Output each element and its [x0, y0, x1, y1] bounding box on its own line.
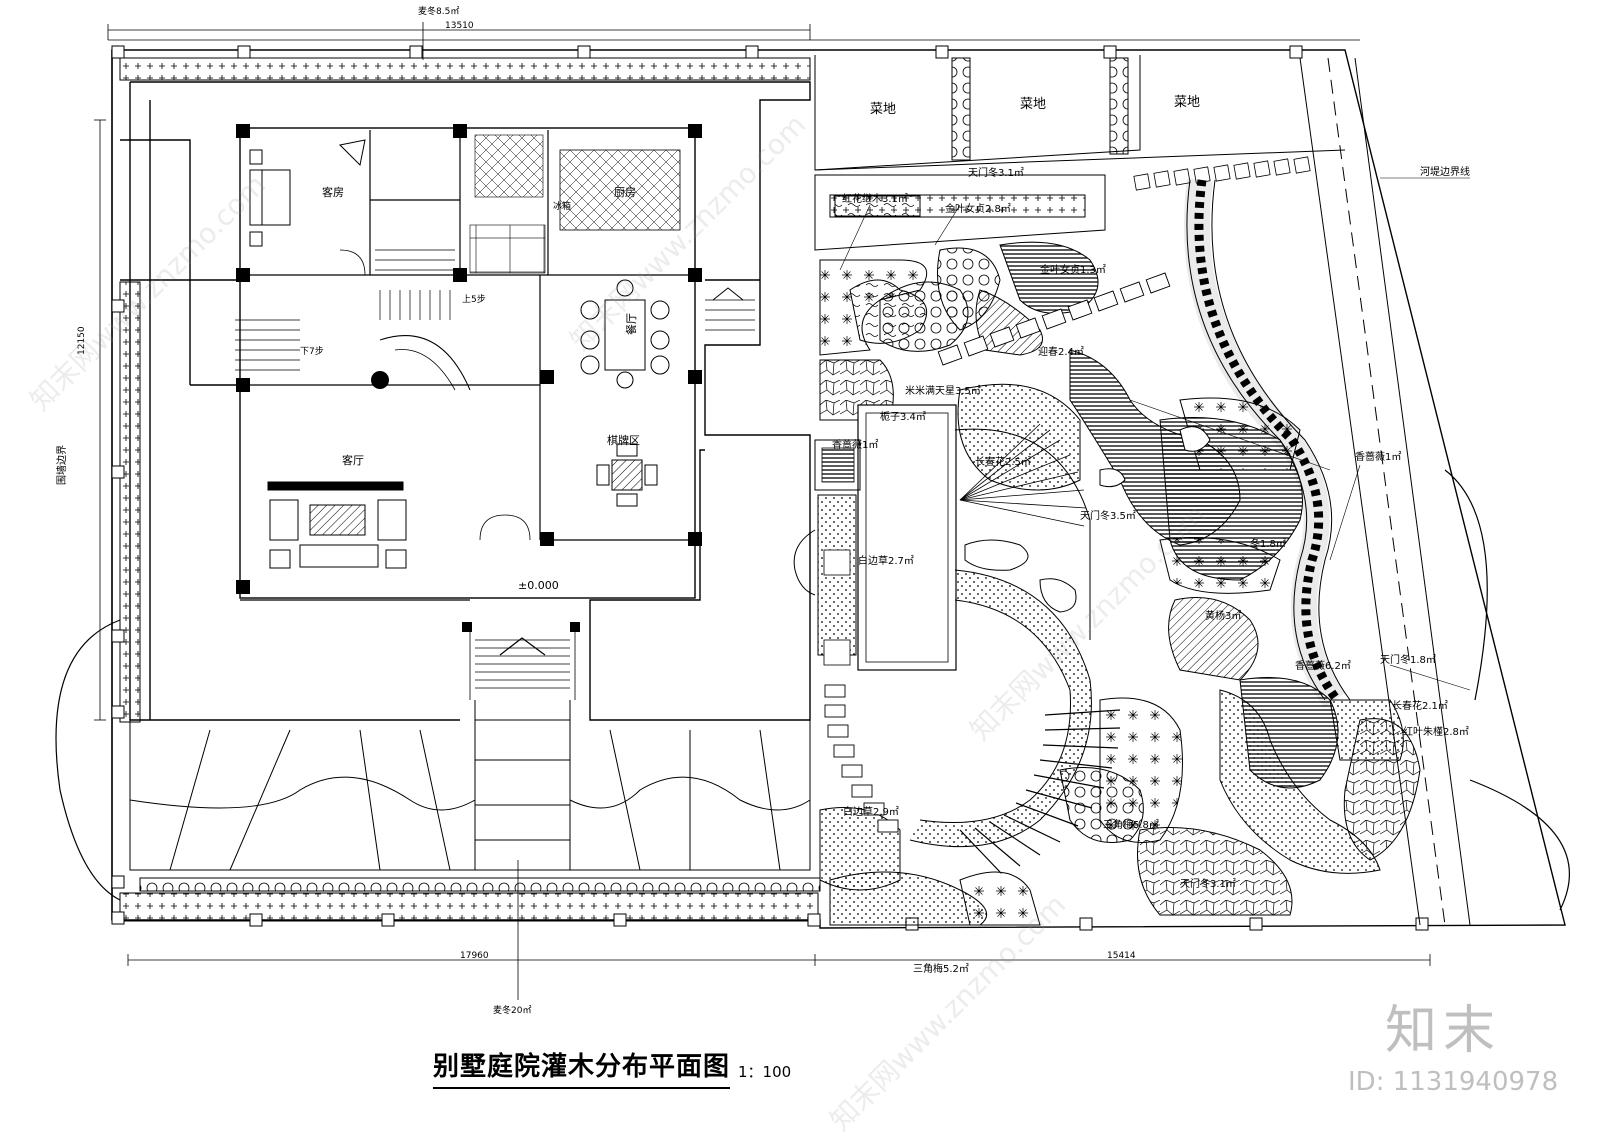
label-tianmendong-3: 天门冬1.8㎡	[1380, 655, 1436, 666]
label-xiangqiangwei-1: 香蔷薇1㎡	[832, 440, 879, 451]
river-bank-label: 河堤边界线	[1420, 167, 1470, 178]
brand-logo: 知末	[1385, 1001, 1502, 1061]
label-changchunhua-2: 长春花2.1㎡	[1392, 701, 1448, 712]
label-sanjiaomei-2: 三角梅5.2㎡	[913, 964, 969, 975]
label-dong-1: 冬1.8㎡	[1250, 539, 1286, 550]
drawing-scale: 1：100	[738, 1063, 792, 1081]
stairs-up-label: 上5步	[462, 295, 486, 305]
label-huangyang: 黄杨3㎡	[1205, 611, 1242, 622]
fridge-label: 冰箱	[553, 202, 572, 212]
maidong-top-label: 麦冬8.5㎡	[418, 7, 460, 17]
label-xiangqiangwei-3: 香蔷薇6.2㎡	[1295, 661, 1351, 672]
label-tianmendong-2: 天门冬3.5㎡	[1080, 511, 1136, 522]
label-tianmendong-1: 天门冬3.1㎡	[968, 168, 1024, 179]
label-miemei: 米米满天星3.5㎡	[905, 386, 981, 397]
label-sanjiaomei: 三角梅5.8㎡	[1103, 820, 1159, 831]
vegetable-plot-3: 菜地	[1174, 95, 1201, 110]
label-jinye-2: 金叶女贞1.3㎡	[1040, 265, 1106, 276]
label-baibianyu-2: 白边草2.9㎡	[843, 807, 899, 818]
fence-boundary-label: 围墙边界	[57, 445, 68, 485]
room-kitchen: 厨房	[614, 186, 636, 199]
vegetable-plot-1: 菜地	[870, 102, 897, 117]
elevation-mark: ±0.000	[518, 579, 559, 592]
room-living: 客厅	[342, 454, 364, 467]
maidong-strip-bottom	[119, 892, 819, 922]
maidong-bottom-label: 麦冬20㎡	[493, 1006, 532, 1016]
label-baibianyu-1: 白边草2.7㎡	[858, 556, 914, 567]
bottom-left-dimension: 17960	[460, 951, 489, 961]
label-juzi: 栀子3.4㎡	[880, 412, 926, 423]
label-yingchun: 迎春2.4㎡	[1038, 347, 1084, 358]
room-guest: 客房	[322, 186, 344, 199]
label-xiangqiangwei-2: 香蔷薇1㎡	[1355, 452, 1402, 463]
label-hongyezhumu: 红叶朱槿2.8㎡	[1403, 727, 1469, 738]
vegetable-plot-2: 菜地	[1020, 97, 1047, 112]
drawing-title: 别墅庭院灌木分布平面图	[433, 1046, 731, 1089]
stairs-down-label: 下7步	[300, 347, 324, 357]
image-id: ID: 1131940978	[1348, 1067, 1559, 1097]
label-tianmendong-4: 天门冬3.1㎡	[1180, 879, 1236, 890]
label-jinye: 金叶女贞2.8㎡	[945, 204, 1011, 215]
bottom-right-dimension: 15414	[1107, 951, 1136, 961]
label-changchunhua-1: 长春花2.5㎡	[975, 457, 1031, 468]
label-honghuajimu: 红花继木3.1㎡	[842, 194, 908, 205]
maidong-strip-top	[119, 57, 811, 81]
room-chess: 棋牌区	[607, 434, 640, 447]
pool	[857, 404, 957, 671]
top-dimension: 13510	[445, 21, 474, 31]
